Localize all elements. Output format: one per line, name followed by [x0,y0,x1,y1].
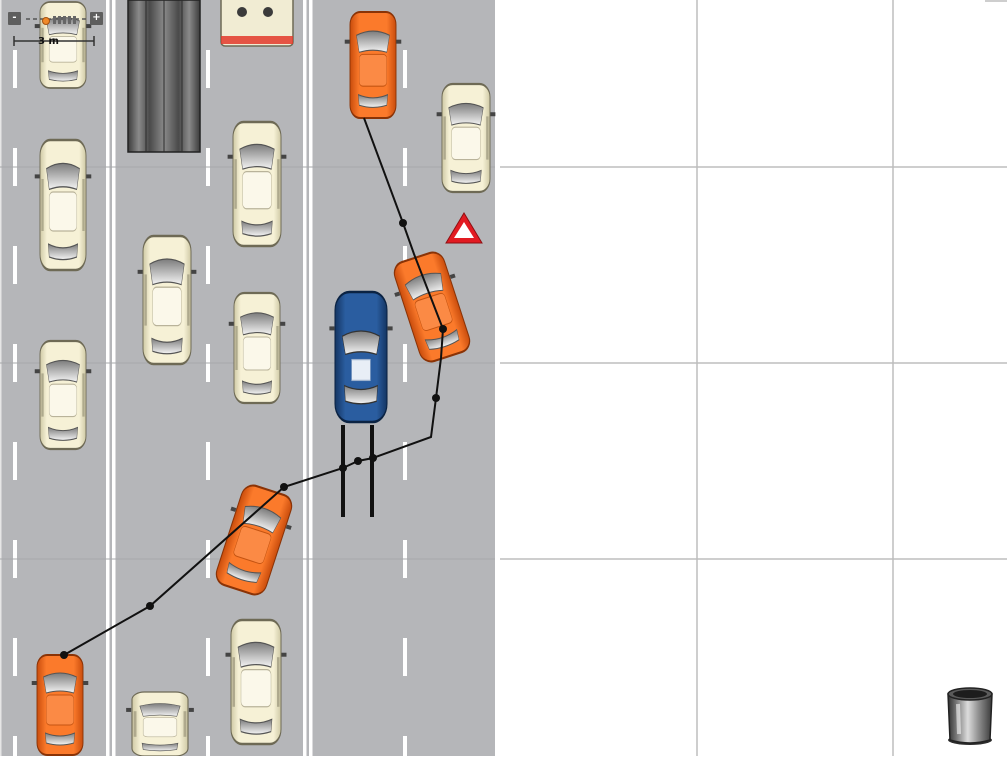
orange-car-2[interactable] [386,248,478,366]
collision-trajectory[interactable] [60,117,447,659]
beige-car-9[interactable] [126,692,194,756]
lane-dash [13,50,17,88]
trajectory-point[interactable] [354,457,362,465]
trash-bin-icon[interactable] [944,684,996,746]
trajectory-point[interactable] [339,464,347,472]
lane-dash [13,442,17,480]
orange-car-1[interactable] [344,10,402,120]
lane-dash [206,246,210,284]
lane-dash [403,736,407,760]
zoom-plus-button[interactable]: + [90,12,103,25]
trajectory-point[interactable] [439,325,447,333]
trajectory-point[interactable] [60,651,68,659]
beige-car-8[interactable] [226,620,287,744]
orange-car-3[interactable] [208,481,300,599]
beige-car-1[interactable] [35,2,92,88]
scale-bar-icon [13,16,95,46]
trajectory-point[interactable] [399,219,407,227]
lane-dash [206,442,210,480]
zoom-control[interactable]: - + 3 m [8,12,104,50]
beige-car-7[interactable] [437,84,496,192]
trajectory-point[interactable] [369,454,377,462]
lane-dash [206,50,210,88]
lane-dash [206,638,210,676]
zoom-plus-icon: + [92,12,101,23]
orange-car-4[interactable] [31,654,89,756]
trajectory-point[interactable] [432,394,440,402]
police-car[interactable] [329,290,393,424]
zoom-minus-icon: - [12,12,17,23]
vehicles-layer[interactable] [32,2,496,756]
beige-car-2[interactable] [35,140,92,270]
beige-car-4[interactable] [138,236,197,364]
lane-dash [13,736,17,760]
trajectory-point[interactable] [146,602,154,610]
lane-dash [13,638,17,676]
lane-dash [403,638,407,676]
lane-dash [403,50,407,88]
warning-triangle-icon[interactable] [445,212,483,244]
beige-car-6[interactable] [229,293,286,403]
beige-car-3[interactable] [35,341,92,449]
lane-dash [206,736,210,760]
background-grid [500,0,1007,756]
bus-rear[interactable] [220,0,294,47]
lane-dash [13,246,17,284]
scale-label: 3 m [38,36,59,47]
trajectory-point[interactable] [280,483,288,491]
beige-car-5[interactable] [228,122,287,246]
lane-dash [403,442,407,480]
zoom-minus-button[interactable]: - [8,12,21,25]
truck-trailer[interactable] [127,0,201,153]
